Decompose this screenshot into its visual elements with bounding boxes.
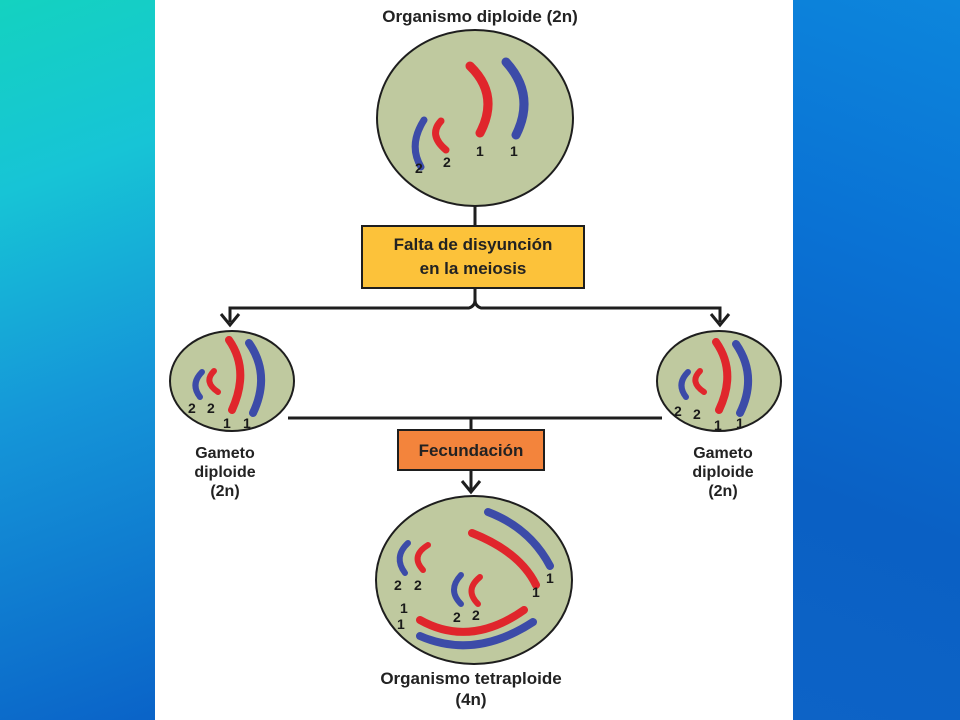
- offspring-label-2: (4n): [455, 690, 486, 709]
- chromosome-number: 2: [207, 400, 215, 416]
- arrow-head-right: [709, 313, 731, 328]
- nondisjunction-box: Falta de disyunción en la meiosis: [361, 225, 585, 289]
- chromosome-large-blue: [416, 618, 537, 650]
- chromosome-number: 1: [546, 570, 554, 586]
- chromosome-number: 1: [714, 417, 722, 433]
- parent-cell-label: Organismo diploide (2n): [382, 7, 578, 26]
- background-gradient-left: [0, 0, 155, 720]
- offspring-label-1: Organismo tetraploide: [380, 669, 561, 688]
- chromosome-number: 2: [472, 607, 480, 623]
- arrow-head-down: [460, 480, 482, 495]
- gamete-right-body: [656, 330, 782, 432]
- chromosome-large-red: [465, 61, 493, 138]
- chromosome-number: 2: [443, 154, 451, 170]
- chromosome-small-red: [206, 368, 221, 395]
- parent-cell: 2 2 1 1: [376, 29, 574, 207]
- chromosome-number: 2: [693, 406, 701, 422]
- chromosome-small-blue: [396, 540, 411, 576]
- chromosome-small-blue: [411, 116, 428, 171]
- nondisjunction-line-1: Falta de disyunción: [394, 235, 553, 254]
- chromosome-number: 2: [394, 577, 402, 593]
- chromosome-small-blue: [192, 369, 205, 400]
- chromosome-number: 2: [453, 609, 461, 625]
- chromosome-small-red: [468, 574, 483, 607]
- gamete-left-cell: 2 2 1 1: [169, 330, 295, 432]
- chromosome-number: 2: [188, 400, 196, 416]
- nondisjunction-line-2: en la meiosis: [420, 259, 527, 278]
- chromosome-small-blue: [678, 369, 691, 400]
- split-connector-right: [473, 299, 722, 322]
- chromosome-number: 1: [532, 584, 540, 600]
- gamete-left-label-3: (2n): [210, 483, 239, 500]
- chromosome-number: 2: [414, 577, 422, 593]
- chromosome-number: 2: [674, 403, 682, 419]
- chromosome-number: 1: [223, 415, 231, 431]
- chromosome-large-red: [468, 529, 540, 589]
- fertilization-box: Fecundación: [397, 429, 545, 471]
- chromosome-large-blue: [245, 339, 266, 417]
- nondisjunction-box-bg: [361, 225, 585, 289]
- chromosome-large-blue: [501, 57, 529, 140]
- gamete-right-label-1: Gameto: [693, 445, 753, 462]
- gamete-right-label-3: (2n): [708, 483, 737, 500]
- gamete-right-label-2: diploide: [692, 464, 753, 481]
- background-gradient-right: [793, 0, 960, 720]
- chromosome-large-blue: [732, 340, 753, 417]
- gamete-left-label-2: diploide: [194, 464, 255, 481]
- parent-cell-body: [376, 29, 574, 207]
- chromosome-small-red: [692, 368, 707, 395]
- gamete-right-cell: 2 2 1 1: [656, 330, 782, 433]
- chromosome-large-red: [712, 338, 732, 414]
- chromosome-small-red: [414, 542, 431, 573]
- chromosome-number: 1: [736, 415, 744, 431]
- chromosome-number: 1: [510, 143, 518, 159]
- offspring-cell: 2 2 2 2 1 1 1 1: [375, 495, 573, 665]
- chromosome-number: 1: [397, 616, 405, 632]
- chromosome-number: 1: [476, 143, 484, 159]
- chromosome-number: 1: [400, 600, 408, 616]
- chromosome-large-red: [416, 606, 528, 636]
- chromosome-number: 1: [243, 415, 251, 431]
- fertilization-box-bg: [397, 429, 545, 471]
- fertilization-label: Fecundación: [419, 441, 524, 460]
- chromosome-small-red: [432, 117, 450, 154]
- chromosome-large-red: [225, 336, 245, 414]
- chromosome-number: 2: [415, 160, 423, 176]
- gamete-left-label-1: Gameto: [195, 445, 255, 462]
- gamete-left-body: [169, 330, 295, 432]
- split-connector-left: [228, 288, 477, 322]
- arrow-head-left: [219, 313, 241, 328]
- chromosome-large-blue: [484, 508, 554, 570]
- chromosome-small-blue: [451, 572, 464, 607]
